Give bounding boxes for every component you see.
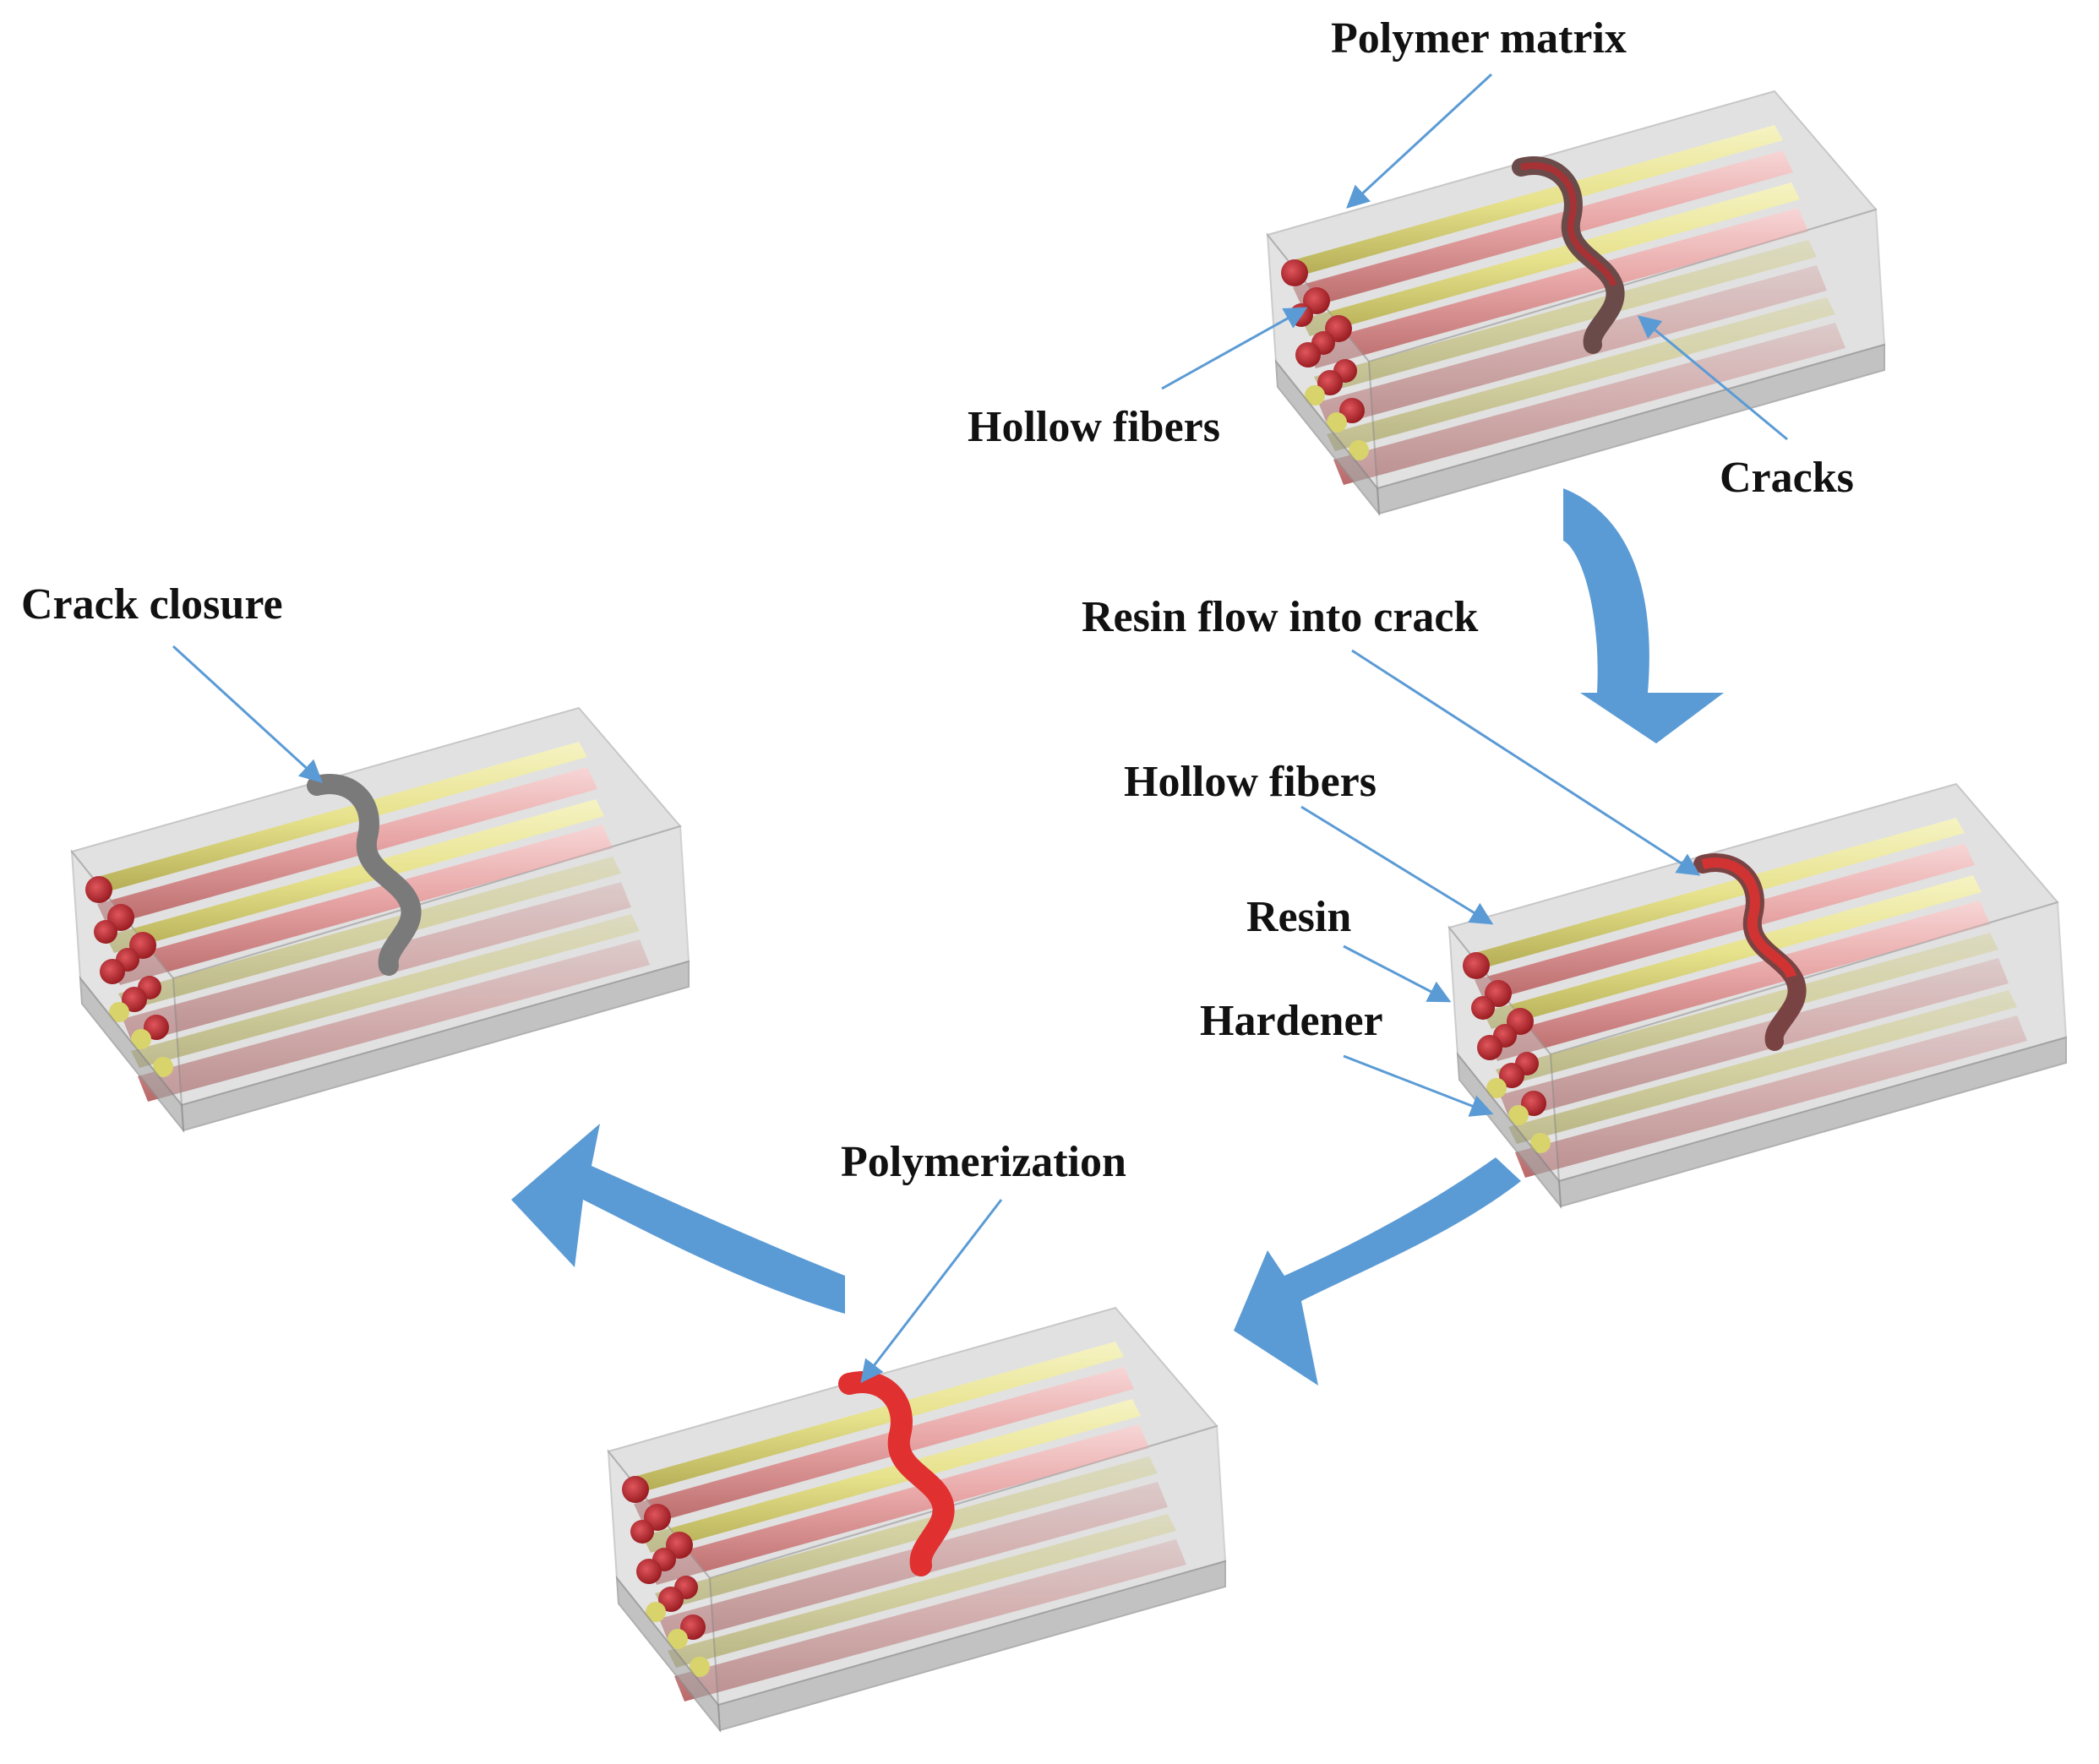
leader-resin-flow: [1351, 649, 1701, 876]
label-hollow-fibers-top: Hollow fibers: [968, 403, 1220, 451]
label-polymerization: Polymerization: [841, 1138, 1126, 1186]
block-resin-flow: [1448, 783, 2067, 1207]
leader-polymerization: [860, 1199, 1003, 1384]
process-arrow-up-left: [511, 1124, 845, 1314]
block-crack-closed: [71, 707, 690, 1131]
label-resin-flow: Resin flow into crack: [1082, 593, 1479, 641]
block-polymerization: [608, 1307, 1226, 1731]
leader-crack-closure: [172, 645, 323, 783]
leader-hollow-fibers-top: [1161, 307, 1308, 390]
label-polymer-matrix: Polymer matrix: [1331, 14, 1627, 63]
label-hollow-fibers-right: Hollow fibers: [1124, 758, 1377, 806]
block-cracked: [1267, 90, 1885, 514]
label-crack-closure: Crack closure: [21, 580, 283, 629]
leader-lines: [172, 73, 1788, 1384]
leader-cracks: [1637, 315, 1788, 441]
process-arrow-down-left: [1234, 1157, 1521, 1386]
crack-polymerized: [838, 1371, 955, 1576]
leader-hollow-fibers-right: [1300, 805, 1494, 925]
process-arrow-down: [1563, 488, 1724, 743]
leader-hardener: [1343, 1054, 1494, 1117]
label-cracks: Cracks: [1720, 454, 1854, 502]
label-hardener: Hardener: [1200, 997, 1383, 1045]
crack-healed: [307, 774, 422, 976]
label-resin: Resin: [1246, 893, 1352, 941]
leader-polymer-matrix: [1346, 73, 1493, 209]
leader-resin: [1343, 945, 1452, 1003]
